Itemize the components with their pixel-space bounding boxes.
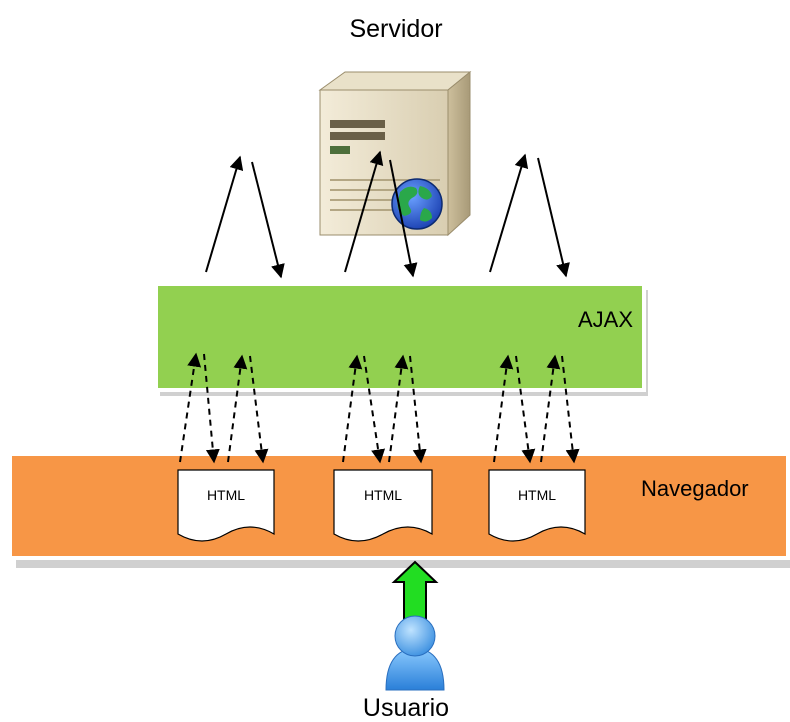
dom-ajax-arrows	[179, 352, 580, 464]
html-document: HTML	[488, 469, 586, 542]
request-arrow	[344, 150, 384, 273]
request-arrow	[205, 155, 244, 273]
response-arrow	[537, 157, 570, 278]
response-arrow	[389, 159, 418, 278]
ajax-label: AJAX	[578, 307, 633, 332]
server-globe-icon	[318, 70, 472, 237]
user-icon	[385, 615, 445, 691]
ajax-layer	[154, 282, 648, 396]
user-label: Usuario	[363, 694, 449, 722]
html-doc-label: HTML	[207, 487, 245, 503]
server-ajax-arrows	[205, 150, 570, 279]
html-doc-label: HTML	[518, 487, 556, 503]
user-input-arrow	[391, 560, 439, 623]
request-arrow	[489, 153, 529, 273]
response-arrow	[251, 161, 285, 279]
server-label: Servidor	[349, 15, 442, 43]
browser-label: Navegador	[641, 476, 749, 501]
html-document: HTML	[177, 469, 275, 542]
html-document: HTML	[333, 469, 433, 542]
html-doc-label: HTML	[364, 487, 402, 503]
